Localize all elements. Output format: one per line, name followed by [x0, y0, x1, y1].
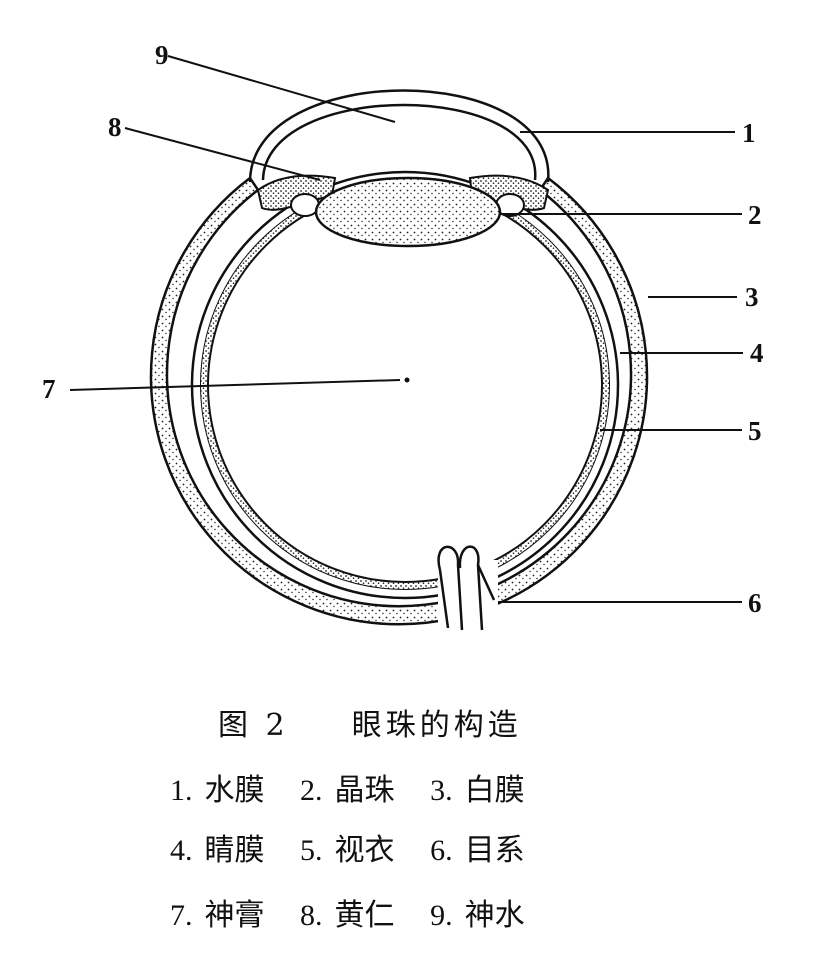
callout-7: 7: [42, 374, 56, 404]
lens: [314, 176, 502, 248]
legend-item: 1.水膜: [170, 773, 265, 808]
iris: [256, 174, 550, 217]
legend-item: 4.睛膜: [170, 833, 265, 868]
legend-item: 7.神膏: [170, 898, 265, 933]
callout-6: 6: [748, 588, 762, 618]
center-point: [404, 377, 410, 383]
legend-row: 1.水膜 2.晶珠 3.白膜: [170, 765, 551, 809]
eyeball-diagram: 9 8 1 2 3 4 7 5 6: [42, 40, 764, 631]
optic-nerve: [437, 545, 498, 631]
figure-number: 图 2: [218, 708, 289, 743]
legend-row: 7.神膏 8.黄仁 9.神水: [170, 890, 551, 934]
legend-item: 9.神水: [430, 898, 525, 933]
callout-4: 4: [750, 338, 764, 368]
callout-2: 2: [748, 200, 762, 230]
figure-title: 眼珠的构造: [351, 708, 522, 743]
callout-5: 5: [748, 416, 762, 446]
figure-caption: 图 2 眼珠的构造: [218, 700, 522, 744]
leader-lines: [69, 55, 743, 603]
callout-9: 9: [155, 40, 169, 70]
callout-3: 3: [745, 282, 759, 312]
cornea: [248, 89, 550, 183]
callout-8: 8: [108, 112, 122, 142]
legend-item: 6.目系: [430, 833, 525, 868]
legend-item: 8.黄仁: [300, 898, 395, 933]
callout-1: 1: [742, 118, 756, 148]
legend-item: 5.视衣: [300, 833, 395, 868]
legend-row: 4.睛膜 5.视衣 6.目系: [170, 825, 551, 869]
legend-item: 3.白膜: [430, 773, 525, 808]
legend-item: 2.晶珠: [300, 773, 395, 808]
